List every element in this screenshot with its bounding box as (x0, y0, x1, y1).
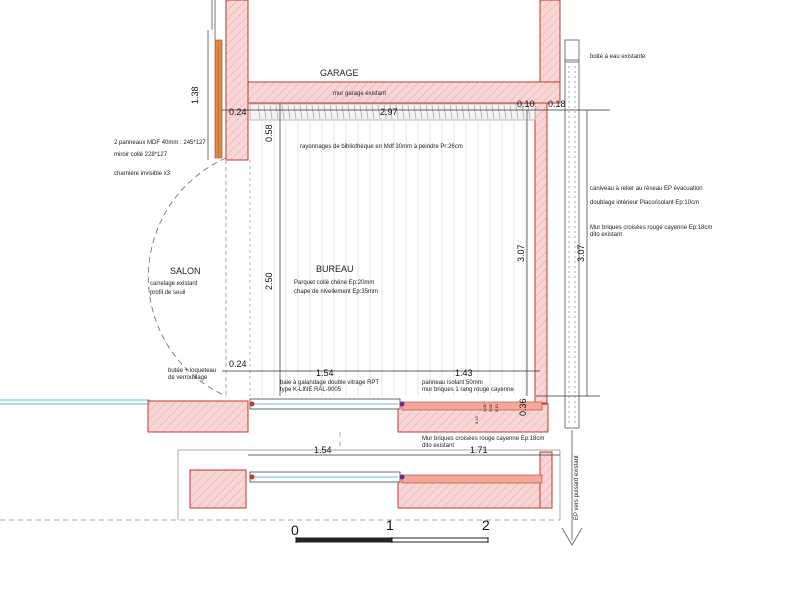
dim-0-10: 0.10 (517, 99, 535, 109)
note-mur-briques-1: Mur briques croisées rouge cayenne Ep:18… (590, 225, 712, 231)
wall-left-upper (225, 0, 249, 161)
scale-0: 0 (291, 522, 299, 538)
parquet-floor (261, 122, 527, 396)
dim-1-54-lower: 1.54 (314, 445, 332, 455)
dim-1-43: 1.43 (455, 368, 473, 378)
dim-0-24-top: 0.24 (229, 107, 247, 117)
bookshelves (249, 103, 536, 121)
note-boite-eau: boite à eau existante (590, 54, 646, 60)
dim-2-97: 2.97 (380, 107, 398, 117)
door-panels (147, 0, 227, 397)
note-verrouillage: de verrouillage (168, 375, 208, 381)
room-garage: GARAGE (320, 68, 359, 78)
note-baie-2: type K-LINE RAL-9005 (280, 387, 342, 393)
wall-salon-threshold (147, 400, 249, 433)
note-panneaux: 2 panneaux MDF 40mm : 245*127 (114, 140, 206, 146)
note-chape: chape de nivellement Ep:35mm (294, 289, 378, 295)
note-mur-1-rang: mur briques 1 rang rouge cayenne (422, 387, 514, 393)
dim-small-2: 0.05 (482, 403, 487, 412)
note-panneau-isolant: panneau isolant 50mm (422, 380, 483, 386)
note-doublage: doublage intérieur Placo/isolant Ep:10cm (590, 200, 699, 206)
note-parquet: Parquet collé chêne Ep:20mm (294, 280, 374, 286)
note-caniveau: caniveau à relier au réseau EP évacuatio… (590, 186, 703, 192)
wall-garage-bottom (247, 81, 561, 104)
note-mur-briques-1b: dito existant (590, 232, 622, 238)
note-ep-pluvial: EP vers puisard existant (574, 455, 580, 520)
scale-1: 1 (386, 517, 394, 533)
scale-bar (295, 537, 489, 543)
note-charniere: charnière invisible x3 (114, 171, 171, 177)
dim-1-54: 1.54 (316, 368, 334, 378)
note-mur-briques-2b: dito existant (422, 443, 454, 449)
dimension-lines (207, 30, 610, 456)
dim-1-71: 1.71 (470, 445, 488, 455)
dim-3-07-inner: 3.07 (516, 244, 526, 262)
wall-right (534, 102, 548, 404)
guide-lines (0, 432, 561, 521)
dim-small-1: 0.19 (474, 415, 479, 424)
note-rayonnages: rayonnages de bibliothèque en Mdf 30mm à… (300, 144, 463, 150)
scale-2: 2 (482, 517, 490, 533)
note-baie-1: baie à galandage double vitrage RPT (280, 380, 379, 386)
dim-3-07-outer: 3.07 (576, 244, 586, 262)
dim-small-4: 0.10 (494, 403, 499, 412)
door-swing (147, 157, 227, 397)
dim-1-38: 1.38 (190, 86, 200, 104)
water-box (564, 39, 580, 63)
sliding-bay (0, 398, 543, 484)
wall-lower-plan-left (189, 469, 247, 509)
note-profil: profil de seuil (150, 290, 185, 296)
caniveau (561, 39, 583, 546)
dim-0-58: 0.58 (264, 124, 274, 142)
room-salon: SALON (170, 266, 201, 276)
dim-0-36: 0.36 (518, 398, 528, 416)
dim-0-24-bot: 0.24 (229, 359, 247, 369)
insulation-panel-lower (401, 474, 543, 484)
room-bureau: BUREAU (316, 264, 354, 274)
dim-0-18: 0.18 (548, 99, 566, 109)
note-carrelage: carrelage existant (150, 281, 198, 287)
note-miroir: miroir collé 228*127 (114, 152, 168, 158)
note-mur-briques-2: Mur briques croisées rouge cayenne Ep:18… (422, 436, 544, 442)
note-butee: butée + loqueteau (168, 368, 216, 374)
caniveau-channel (564, 59, 580, 429)
dim-2-50: 2.50 (264, 272, 274, 290)
dim-small-3: 0.04 (488, 403, 493, 412)
note-mur-garage: mur garage existant (333, 91, 386, 97)
